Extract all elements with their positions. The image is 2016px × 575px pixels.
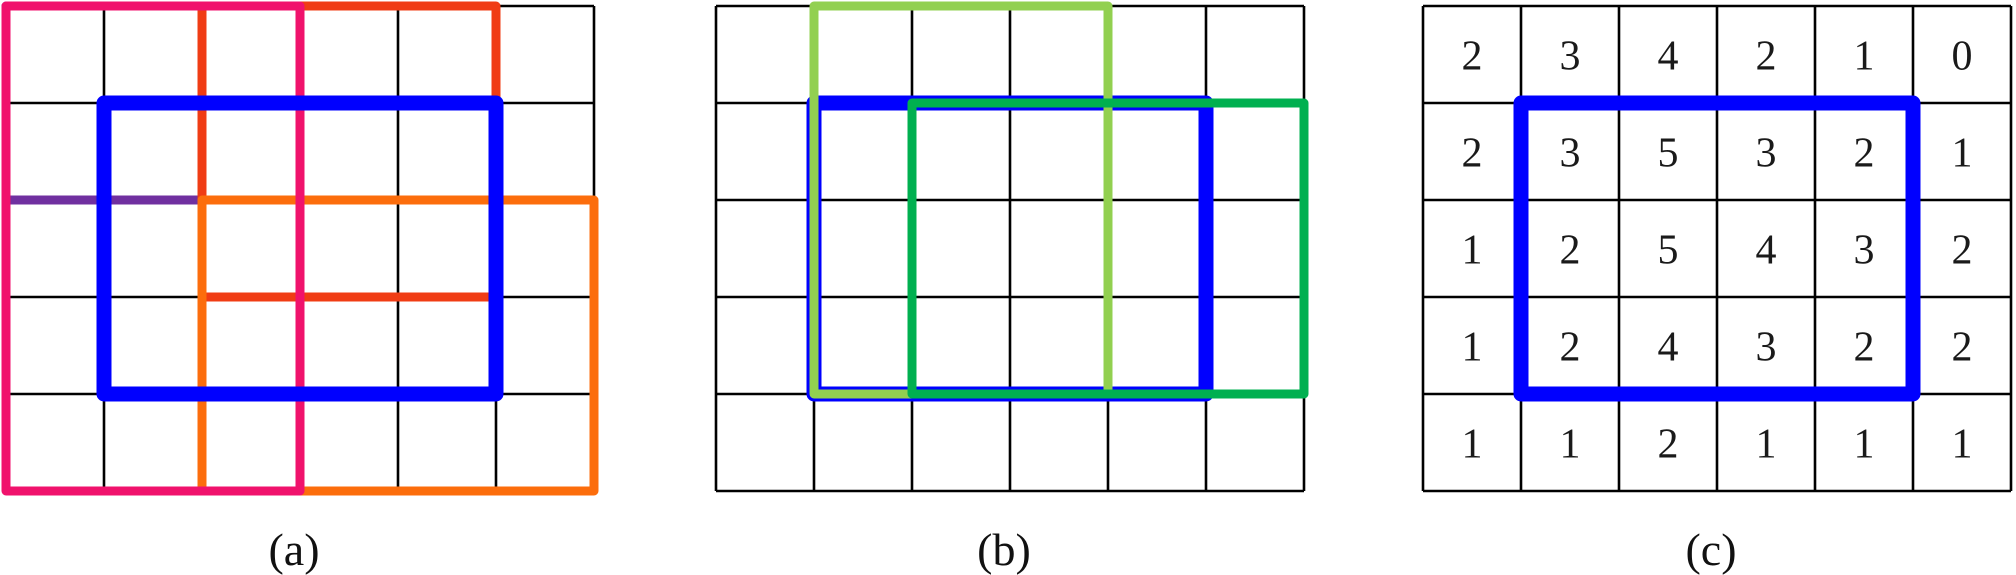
panel-b-boxes [806,1,1309,402]
panel-c-grid [1421,4,2013,493]
cell-value-r4-c1: 1 [1560,422,1581,468]
cell-value-r0-c3: 2 [1756,34,1777,80]
cell-value-r3-c0: 1 [1462,325,1483,371]
panel-b: (b) [714,1,1309,575]
cell-value-r0-c5: 0 [1952,34,1973,80]
panel-b-green-window [907,98,1309,399]
panel-a-magenta-window [1,1,305,496]
panel-c: 2 3 4 2 1 0 2 3 5 3 2 1 1 2 5 4 3 2 1 2 4 3 2 2 1 1 2 1 1 1 (c) [1421,4,2013,575]
cell-value-r2-c3: 4 [1756,228,1777,274]
cell-value-r4-c3: 1 [1756,422,1777,468]
panel-c-caption: (c) [1685,524,1736,575]
cell-value-r4-c4: 1 [1854,422,1875,468]
panel-c-values: 2 3 4 2 1 0 2 3 5 3 2 1 1 2 5 4 3 2 1 2 4 3 2 2 1 1 2 1 1 1 [1462,34,1973,468]
cell-value-r1-c0: 2 [1462,131,1483,177]
cell-value-r3-c3: 3 [1756,325,1777,371]
panel-a-caption: (a) [268,524,319,575]
cell-value-r3-c1: 2 [1560,325,1581,371]
cell-value-r4-c2: 2 [1658,422,1679,468]
panel-b-caption: (b) [977,524,1031,575]
panel-c-boxes [1513,95,1921,402]
panel-a: (a) [1,1,599,575]
cell-value-r1-c3: 3 [1756,131,1777,177]
panel-c-blue-region [1513,95,1921,402]
cell-value-r3-c2: 4 [1658,325,1679,371]
cell-value-r2-c4: 3 [1854,228,1875,274]
cell-value-r4-c5: 1 [1952,422,1973,468]
panel-a-blue-region [96,95,504,402]
panel-b-grid [714,4,1306,493]
cell-value-r0-c4: 1 [1854,34,1875,80]
cell-value-r4-c0: 1 [1462,422,1483,468]
cell-value-r1-c2: 5 [1658,131,1679,177]
cell-value-r2-c1: 2 [1560,228,1581,274]
cell-value-r2-c5: 2 [1952,228,1973,274]
cell-value-r0-c2: 4 [1658,34,1679,80]
panel-a-orange-window [197,195,599,496]
cell-value-r0-c1: 3 [1560,34,1581,80]
cell-value-r1-c4: 2 [1854,131,1875,177]
cell-value-r3-c5: 2 [1952,325,1973,371]
cell-value-r1-c5: 1 [1952,131,1973,177]
panel-a-boxes [1,1,599,496]
panel-a-red-window [197,1,501,302]
cell-value-r3-c4: 2 [1854,325,1875,371]
cell-value-r1-c1: 3 [1560,131,1581,177]
cell-value-r0-c0: 2 [1462,34,1483,80]
cell-value-r2-c2: 5 [1658,228,1679,274]
cell-value-r2-c0: 1 [1462,228,1483,274]
